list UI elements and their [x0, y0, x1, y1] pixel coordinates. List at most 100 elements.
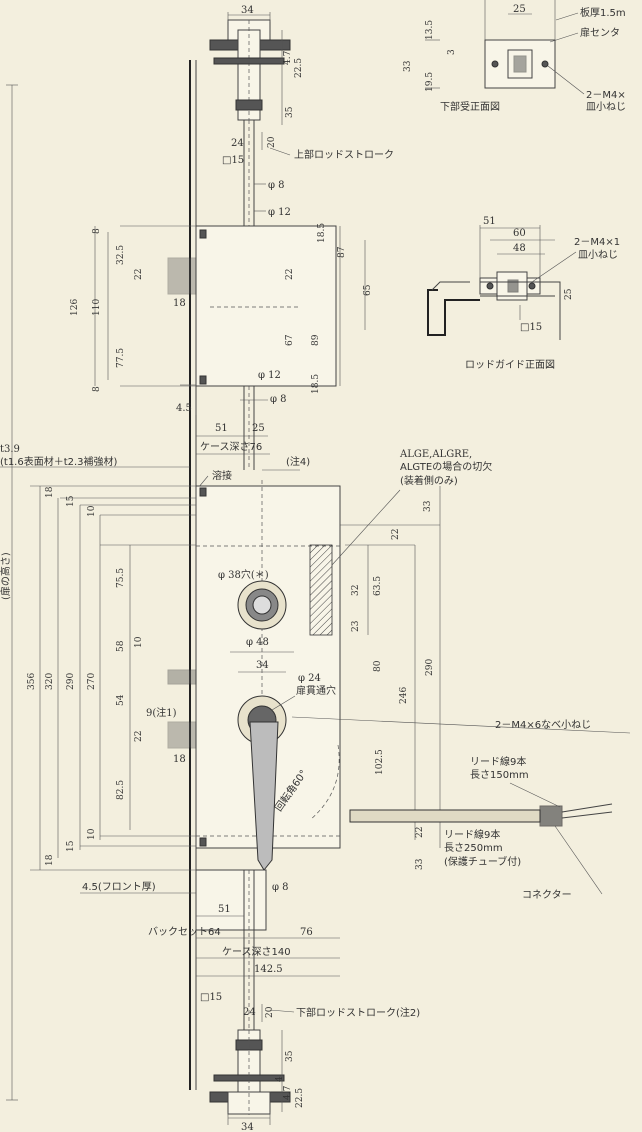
- dim-87: 87: [337, 246, 347, 258]
- dim-1425: 142.5: [254, 964, 283, 975]
- dim-290-right: 290: [425, 659, 435, 676]
- weld-label: 溶接: [212, 469, 232, 482]
- dim-67: 67: [285, 334, 295, 346]
- dim-755: 75.5: [116, 568, 126, 588]
- dim-110: 110: [92, 299, 102, 316]
- main-case: [167, 480, 341, 871]
- guide-dim-48: 48: [513, 243, 526, 254]
- lead2-a: リード線9本: [444, 828, 500, 841]
- cutout-area: [309, 544, 333, 636]
- dim-8a: 8: [92, 228, 102, 234]
- dim-10b-main: 10: [134, 636, 144, 648]
- dim-54: 54: [116, 694, 126, 706]
- dim-320: 320: [45, 673, 55, 690]
- note4: (注4): [286, 455, 310, 468]
- strike-dim-3: 3: [447, 49, 457, 55]
- strike-label-screw2: 皿小ねじ: [586, 101, 626, 113]
- dim-15b-main: 15: [66, 840, 76, 852]
- dim-18b-main: 18: [173, 754, 186, 765]
- dim-225-bottom: 22.5: [295, 1088, 305, 1108]
- dim-51-main: 51: [218, 904, 231, 915]
- dim-35-bottom: 35: [285, 1050, 295, 1062]
- dim-246: 246: [399, 687, 409, 704]
- cutout-note3: (装着側のみ): [400, 474, 458, 487]
- dim-23: 23: [351, 620, 361, 632]
- dim-58: 58: [116, 640, 126, 652]
- lead1-b: 長さ150mm: [470, 769, 529, 781]
- dim-18c-main: 18: [45, 854, 55, 866]
- dim-34-bottom: 34: [241, 1122, 254, 1132]
- t39-note: (t1.6表面材＋t2.3補強材): [0, 455, 118, 468]
- dim-33a-main: 33: [423, 500, 433, 512]
- sq15-bottom: □15: [200, 992, 222, 1003]
- guide-title: ロッドガイド正面図: [465, 359, 555, 371]
- strike-dim-135: 13.5: [425, 20, 435, 40]
- dim-51-upper: 51: [215, 423, 228, 434]
- lead2-b: 長さ250mm: [444, 842, 503, 854]
- sq15-top: □15: [222, 155, 244, 166]
- guide-dim-25: 25: [564, 288, 574, 300]
- dim-126: 126: [70, 299, 80, 316]
- phi38-hole: φ 38穴(＊): [218, 568, 269, 581]
- dim-8b: 8: [92, 386, 102, 392]
- door-height-label: (扉の高さ): [0, 552, 12, 600]
- dim-20-top: 20: [267, 136, 277, 148]
- strike-label-screw: 2－M4×: [586, 90, 626, 101]
- dim-22b-upper: 22: [285, 269, 295, 280]
- upper-case: [120, 225, 337, 415]
- phi48: φ 48: [246, 637, 269, 648]
- dim-9-note1: 9(注1): [146, 706, 177, 719]
- dim-45: 4.5: [176, 403, 192, 414]
- strike-dim-25: 25: [513, 4, 526, 15]
- dim-225-top: 22.5: [294, 58, 304, 78]
- guide-label-screw: 2－M4×1: [574, 237, 620, 248]
- bottom-rod-end: [209, 1029, 291, 1125]
- dim-325: 32.5: [116, 245, 126, 265]
- dim-22a-main: 22: [391, 529, 401, 540]
- dim-76-lower: 76: [300, 927, 313, 938]
- dim-185a: 18.5: [317, 223, 327, 243]
- dim-18-upper: 18: [173, 298, 186, 309]
- dim-89: 89: [311, 334, 321, 346]
- lead-wire: [349, 803, 613, 827]
- dim-290-left: 290: [66, 673, 76, 690]
- phi12-a: φ 12: [268, 207, 291, 218]
- dim-33b-main: 33: [415, 858, 425, 870]
- dim-24-bottom: 24: [243, 1007, 256, 1018]
- dim-22b-main: 22: [415, 827, 425, 838]
- strike-dim-195: 19.5: [425, 72, 435, 92]
- dim-15a-main: 15: [66, 495, 76, 507]
- dim-47-bottom: 4.7: [283, 1085, 293, 1100]
- dim-825: 82.5: [116, 780, 126, 800]
- label-lower-rod-stroke: 下部ロッドストローク(注2): [296, 1006, 420, 1019]
- dim-65: 65: [363, 284, 373, 296]
- top-rod-end: [209, 12, 291, 121]
- dim-34-top: 34: [241, 5, 254, 16]
- t39-label: t3.9: [0, 444, 20, 455]
- phi8-c: φ 8: [272, 882, 289, 893]
- guide-label-screw2: 皿小ねじ: [578, 249, 618, 261]
- dim-185b: 18.5: [311, 374, 321, 394]
- dim-775: 77.5: [116, 348, 126, 368]
- dim-22-upper: 22: [134, 269, 144, 280]
- phi12-b: φ 12: [258, 370, 281, 381]
- dim-80: 80: [373, 660, 383, 672]
- case-depth-140: ケース深さ140: [222, 946, 291, 958]
- strike-title: 下部受正面図: [440, 100, 500, 113]
- case-depth-76: ケース深さ76: [200, 441, 262, 453]
- dim-22c-main: 22: [134, 731, 144, 742]
- dim-20-bottom: 20: [265, 1006, 275, 1018]
- dim-1025: 102.5: [375, 749, 385, 775]
- dim-10c-main: 10: [87, 828, 97, 840]
- dim-47-top: 4.7: [283, 50, 293, 65]
- front-thickness: 4.5(フロント厚): [82, 881, 156, 893]
- through-hole: 扉貫通穴: [296, 684, 336, 697]
- lead2-c: (保護チューブ付): [444, 855, 521, 868]
- cutout-note1: ALGE,ALGRE,: [399, 449, 472, 460]
- dim-4-bottom: 4: [275, 1076, 285, 1082]
- label-upper-rod-stroke: 上部ロッドストローク: [294, 148, 394, 161]
- backset-64: バックセット64: [148, 926, 221, 938]
- phi8-a: φ 8: [268, 180, 285, 191]
- dim-10a-main: 10: [87, 505, 97, 517]
